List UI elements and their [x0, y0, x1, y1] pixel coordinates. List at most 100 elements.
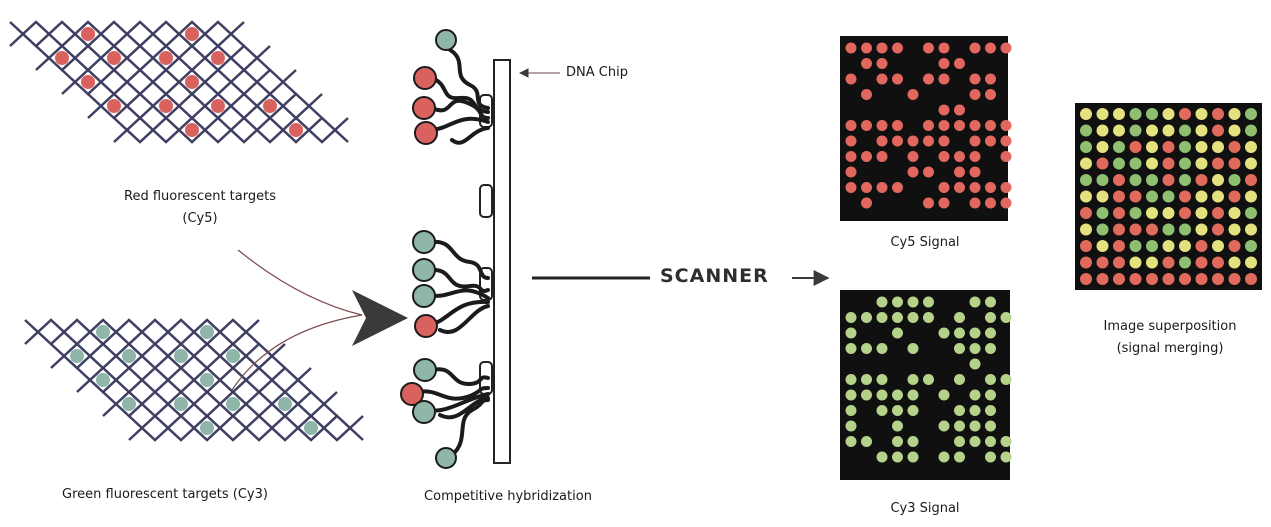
merged-spots [1080, 108, 1257, 285]
array-spot [1245, 240, 1257, 252]
array-spot [1195, 108, 1208, 120]
array-spot [1129, 256, 1142, 269]
array-spot [1228, 141, 1241, 153]
array-spot [1228, 190, 1241, 203]
array-spot [985, 420, 996, 432]
dye-sphere [107, 99, 121, 113]
array-spot [861, 436, 872, 447]
array-spot [845, 389, 857, 401]
array-spot [1000, 374, 1012, 385]
red-targets-label-line2: (Cy5) [182, 211, 218, 226]
dye-sphere [263, 99, 277, 113]
array-spot [985, 327, 996, 339]
dna-chip-slide [493, 59, 511, 464]
cy5-signal-label: Cy5 Signal [890, 235, 960, 250]
array-spot [1113, 108, 1125, 120]
array-spot [954, 405, 965, 416]
array-spot [1212, 256, 1224, 269]
array-spot [1080, 240, 1092, 252]
array-spot [969, 182, 981, 193]
red-targets-label-line1: Red fluorescent targets [124, 189, 276, 204]
dye-sphere [81, 75, 95, 89]
array-spot [1212, 190, 1224, 203]
array-spot [1080, 141, 1092, 153]
array-spot [861, 197, 872, 209]
array-spot [1129, 273, 1142, 285]
array-spot [1195, 223, 1208, 236]
array-spot [861, 58, 872, 69]
array-spot [1195, 157, 1208, 170]
array-spot [969, 436, 981, 447]
array-spot [954, 374, 965, 385]
array-spot [1146, 273, 1158, 285]
array-spot [1162, 157, 1175, 170]
array-spot [1195, 124, 1208, 137]
array-spot [892, 73, 903, 85]
array-spot [985, 436, 996, 447]
array-spot [1113, 157, 1125, 170]
array-spot [938, 182, 950, 193]
array-spot [892, 327, 903, 339]
array-spot [1129, 108, 1142, 120]
array-spot [938, 42, 950, 54]
array-spot [876, 312, 888, 323]
array-spot [1000, 197, 1012, 209]
dye-sphere [211, 51, 225, 65]
array-spot [861, 151, 872, 162]
array-spot [876, 182, 888, 193]
array-spot [845, 405, 857, 416]
array-spot [1129, 124, 1142, 137]
dye-sphere [70, 349, 84, 363]
array-spot [876, 374, 888, 385]
array-spot [1195, 256, 1208, 269]
dye-sphere [211, 99, 225, 113]
array-spot [1000, 42, 1012, 54]
dye-sphere [122, 349, 136, 363]
array-spot [1129, 223, 1142, 236]
array-spot [1129, 190, 1142, 203]
dye-sphere [185, 27, 199, 41]
array-spot [1245, 223, 1257, 236]
dna-strand [76, 366, 312, 394]
dye-sphere [159, 51, 173, 65]
array-spot [1228, 174, 1241, 186]
array-spot [1212, 108, 1224, 120]
array-spot [1228, 223, 1241, 236]
array-spot [876, 73, 888, 85]
array-spot [1096, 108, 1109, 120]
array-spot [923, 296, 934, 308]
array-spot [1080, 223, 1092, 236]
array-spot [1113, 207, 1125, 219]
array-spot [1000, 135, 1012, 147]
array-spot [969, 327, 981, 339]
array-spot [907, 389, 919, 401]
dye-sphere [174, 349, 188, 363]
array-spot [1096, 157, 1109, 170]
array-spot [892, 420, 903, 432]
array-spot [876, 151, 888, 162]
array-spot [1096, 174, 1109, 186]
array-spot [876, 343, 888, 354]
array-spot [1162, 223, 1175, 236]
array-spot [1000, 436, 1012, 447]
array-spot [1228, 157, 1241, 170]
array-spot [985, 120, 996, 131]
array-spot [1195, 273, 1208, 285]
array-spot [1245, 108, 1257, 120]
array-spot [985, 296, 996, 308]
dye-sphere [107, 51, 121, 65]
array-spot [923, 312, 934, 323]
array-spot [1179, 240, 1191, 252]
array-spot [1113, 124, 1125, 137]
array-spot [1080, 256, 1092, 269]
array-spot [985, 312, 996, 323]
array-spot [954, 166, 965, 178]
array-spot [876, 120, 888, 131]
array-spot [876, 58, 888, 69]
dna-strand [102, 390, 338, 418]
array-spot [845, 436, 857, 447]
array-spot [892, 389, 903, 401]
dye-sphere [278, 397, 292, 411]
array-spot [938, 58, 950, 69]
